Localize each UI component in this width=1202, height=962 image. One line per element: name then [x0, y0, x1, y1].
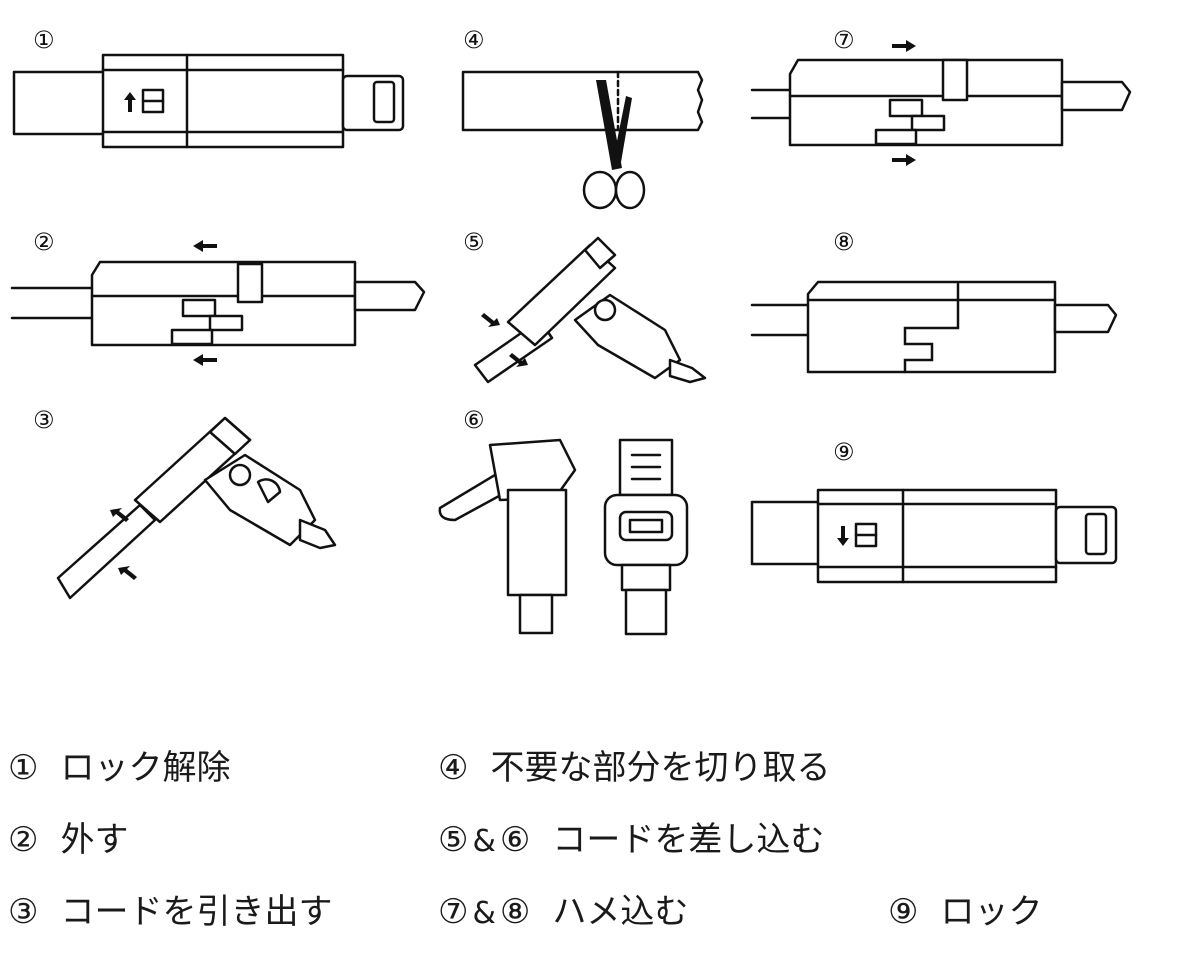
arrow-left-icon — [193, 240, 217, 252]
arrow-up-right-icon — [481, 313, 500, 327]
step-number-8: ⑧ — [833, 228, 855, 256]
panel-5: ⑤ — [463, 228, 707, 384]
scissors-icon — [582, 80, 646, 210]
step-number-2: ② — [33, 228, 55, 256]
step-number-4: ④ — [463, 26, 485, 54]
panel-7: ⑦ — [750, 26, 1132, 166]
arrow-down-left-icon — [110, 508, 129, 522]
instruction-diagram: ① ② ③ — [10, 26, 1132, 636]
arrow-up-right-icon — [509, 353, 528, 367]
arrow-right-icon — [892, 40, 916, 52]
panel-1: ① — [12, 26, 405, 149]
step-number-9: ⑨ — [833, 438, 855, 466]
arrow-right-icon — [892, 154, 916, 166]
step-number-5: ⑤ — [463, 228, 485, 256]
panel-9: ⑨ — [750, 438, 1118, 584]
panel-3: ③ — [33, 406, 337, 600]
panel-2: ② — [10, 228, 426, 366]
panel-8: ⑧ — [750, 228, 1118, 374]
arrow-left-icon — [193, 354, 217, 366]
arrow-down-left-icon — [118, 566, 137, 580]
step-number-7: ⑦ — [833, 26, 855, 54]
step-number-6: ⑥ — [463, 406, 485, 434]
step-number-3: ③ — [33, 406, 55, 434]
step-number-1: ① — [33, 26, 55, 54]
panel-6: ⑥ — [438, 406, 689, 636]
panel-4: ④ — [461, 26, 704, 210]
lock-down-icon — [837, 522, 878, 548]
lock-up-icon — [124, 88, 165, 114]
